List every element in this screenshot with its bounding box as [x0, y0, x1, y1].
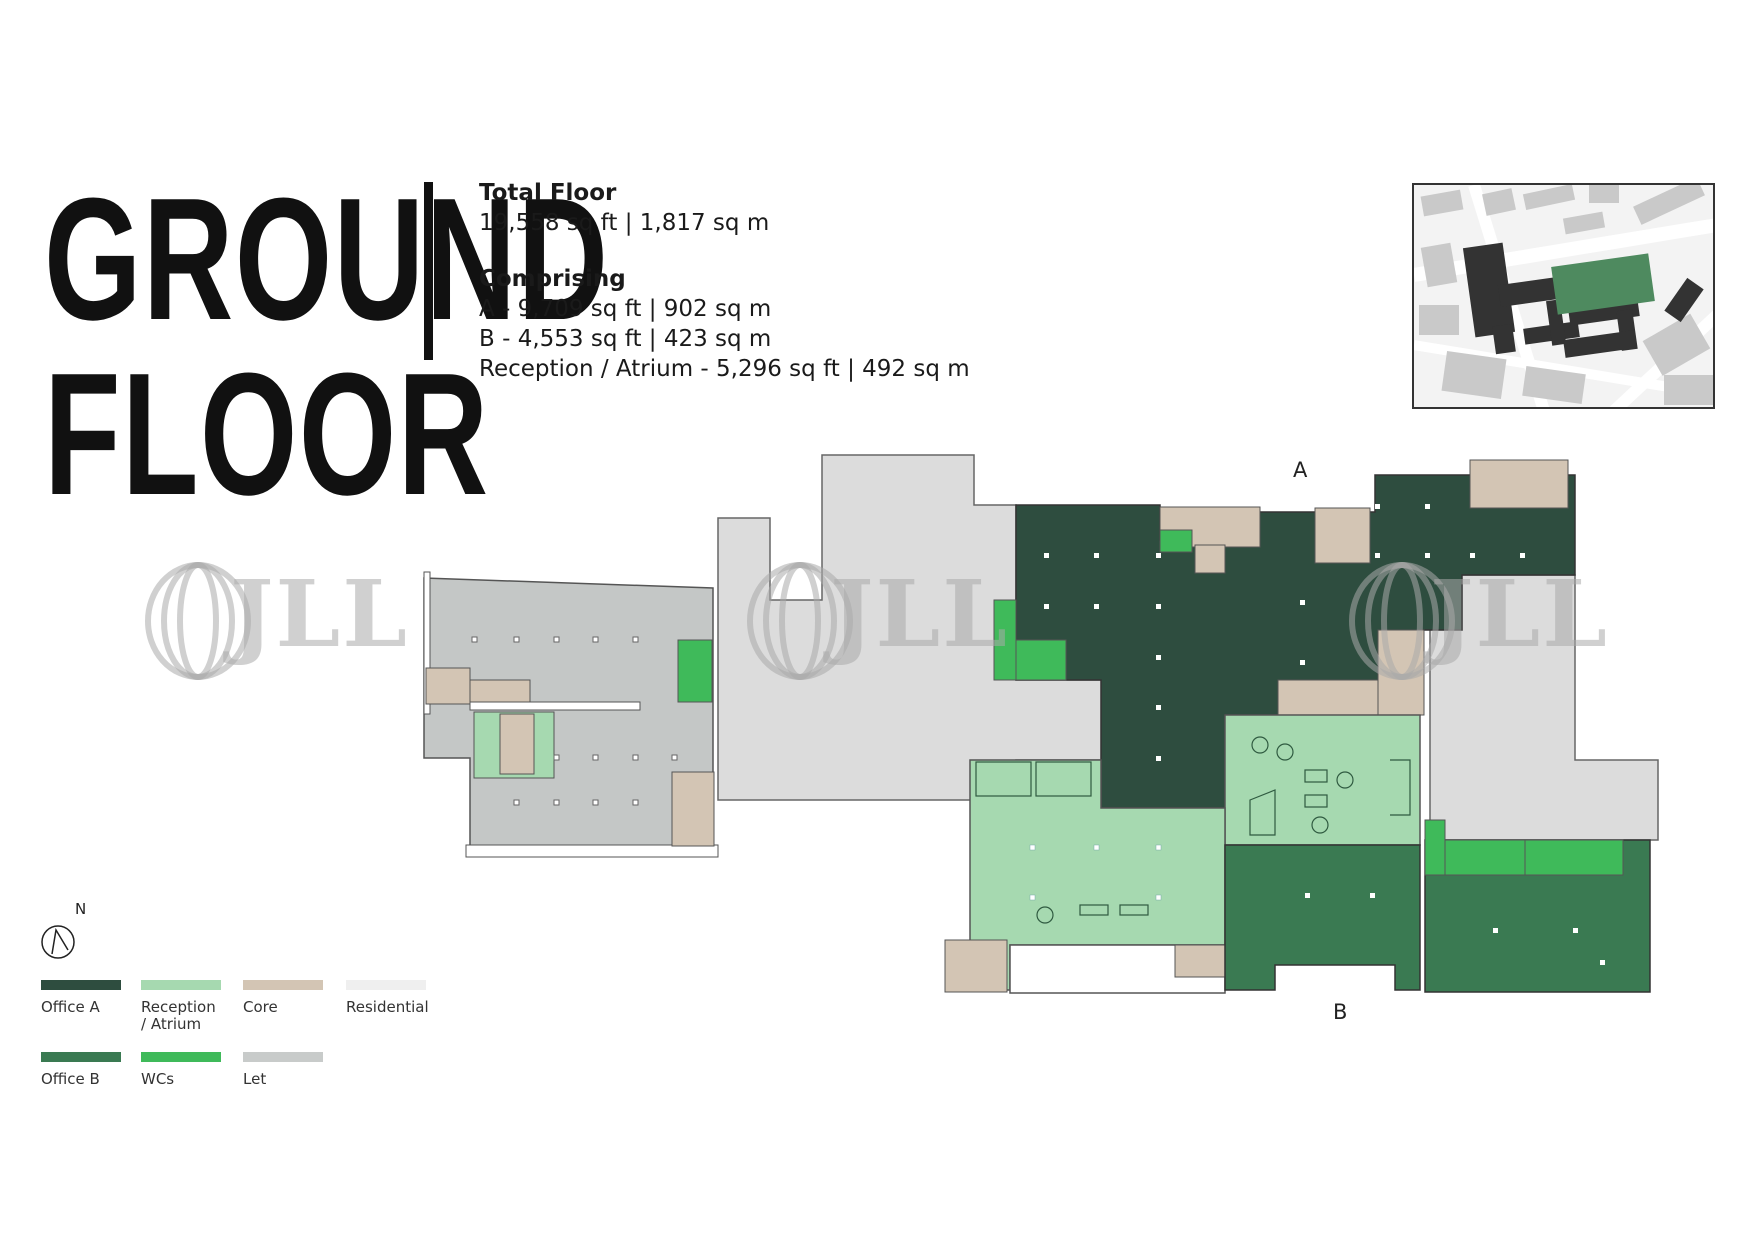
title-divider — [424, 182, 433, 360]
legend-let: Let — [243, 1052, 325, 1088]
comprising-item-b: B - 4,553 sq ft | 423 sq m — [479, 326, 772, 352]
location-key-map — [1412, 183, 1715, 409]
legend-label: Core — [243, 998, 278, 1016]
north-arrow-icon — [41, 925, 75, 959]
legend-swatch — [243, 1052, 323, 1062]
legend-swatch — [346, 980, 426, 990]
entrance-a-label: A — [1293, 458, 1308, 482]
area-summary: Total Floor 19,558 sq ft | 1,817 sq m Co… — [479, 178, 970, 384]
atrium-furniture — [1036, 736, 1411, 924]
legend-swatch — [243, 980, 323, 990]
left-wing-let-area — [423, 571, 719, 858]
legend-label: Let — [243, 1070, 267, 1088]
comprising-item-a: A - 9,709 sq ft | 902 sq m — [479, 296, 772, 322]
office-b-area — [1224, 839, 1651, 993]
structural-columns — [1044, 504, 1605, 965]
legend-office-b: Office B — [41, 1052, 123, 1088]
legend-core: Core — [243, 980, 325, 1016]
legend-swatch — [41, 1052, 121, 1062]
watermark-right: JLL — [1430, 560, 1609, 668]
watermark-left: JLL — [230, 560, 409, 668]
legend-swatch — [141, 1052, 221, 1062]
legend-swatch — [41, 980, 121, 990]
page-title: GROUND FLOOR — [44, 161, 829, 532]
legend-office-a: Office A — [41, 980, 123, 1016]
legend-reception-atrium: Reception / Atrium — [141, 980, 223, 1033]
total-floor-heading: Total Floor — [479, 180, 617, 206]
comprising-item-reception: Reception / Atrium - 5,296 sq ft | 492 s… — [479, 356, 970, 382]
legend-label: Office B — [41, 1070, 100, 1088]
entrance-core — [944, 939, 1008, 993]
office-b-wcs — [1424, 819, 1624, 876]
comprising-heading: Comprising — [479, 266, 626, 292]
legend-label: Reception / Atrium — [141, 998, 216, 1033]
legend-label: Residential — [346, 998, 429, 1016]
core-areas — [1159, 459, 1569, 716]
page-title-line-2: FLOOR — [44, 336, 490, 532]
office-a-wcs — [993, 529, 1193, 681]
page-title-line-1: GROUND — [44, 161, 610, 356]
total-floor-value: 19,558 sq ft | 1,817 sq m — [479, 210, 770, 236]
compass-north-label: N — [75, 900, 87, 918]
entrance-b-label: B — [1333, 1000, 1348, 1024]
legend-label: WCs — [141, 1070, 175, 1088]
legend-swatch — [141, 980, 221, 990]
legend-wcs: WCs — [141, 1052, 223, 1088]
watermark-center: JLL — [830, 560, 1009, 668]
legend-label: Office A — [41, 998, 100, 1016]
legend-residential: Residential — [346, 980, 446, 1016]
location-key-map-graphic — [1414, 185, 1713, 407]
